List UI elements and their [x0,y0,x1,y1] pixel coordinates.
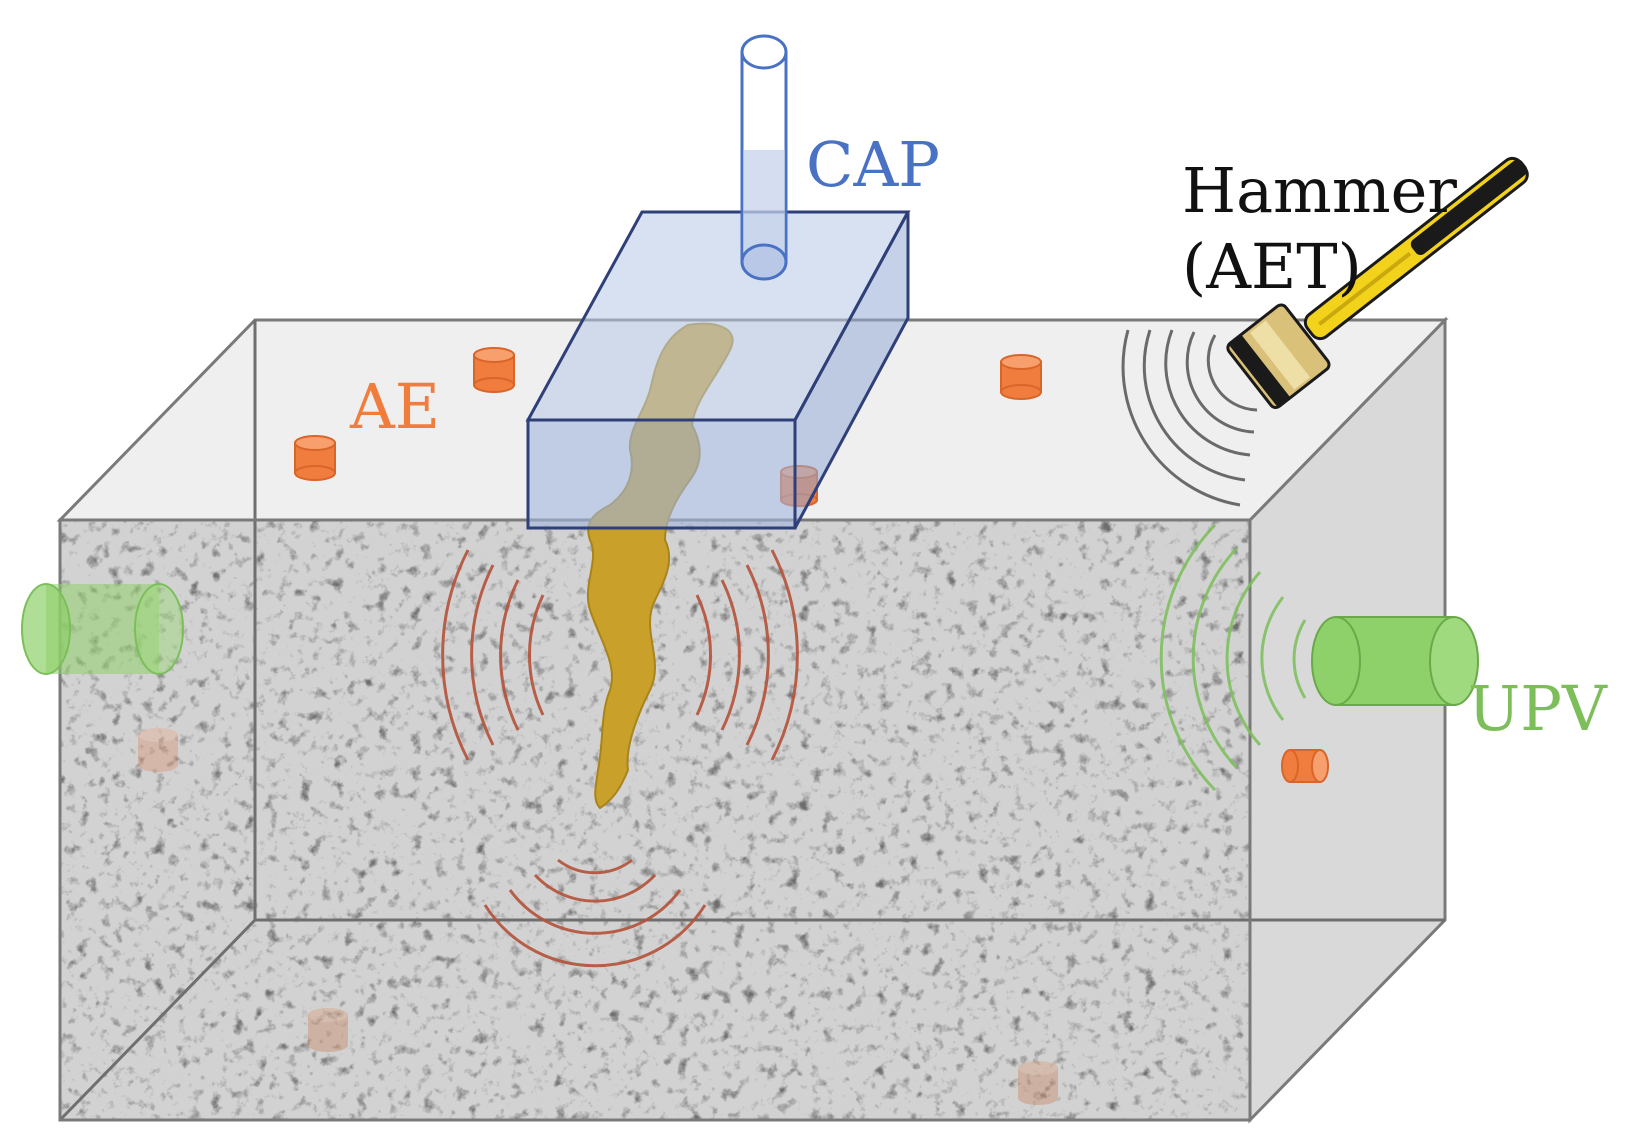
hammer-label-line1: Hammer [1182,154,1457,227]
ae-label: AE [349,370,440,443]
ae-waves [441,549,799,968]
hidden-edges [58,320,1445,1122]
hammer-waves [1121,329,1258,507]
cylinder-sensor-icon [473,347,515,393]
cylinder-transducer-icon [1311,616,1479,706]
hammer-icon [1226,156,1529,409]
cylinder-sensor-icon [1000,354,1042,400]
cap-chamber [525,210,911,530]
hammer-label-line2: (AET) [1182,230,1362,303]
ae-sensors-hidden [138,728,1058,1105]
upv-waves [1159,523,1307,792]
concrete-texture [60,520,1250,1120]
cylinder-sensor-icon [308,1008,348,1052]
cylinder-sensor-icon [294,435,336,481]
cylinder-sensor-icon [1281,749,1329,783]
cap-box-front [526,418,797,530]
cylinder-sensor-icon [138,728,178,772]
cap-label: CAP [806,128,940,201]
cylinder-transducer-icon [21,583,184,675]
cylinder-sensor-icon [1018,1061,1058,1105]
upv-label: UPV [1468,672,1608,745]
concrete-block [56,316,1449,1124]
tube-icon [740,34,788,281]
